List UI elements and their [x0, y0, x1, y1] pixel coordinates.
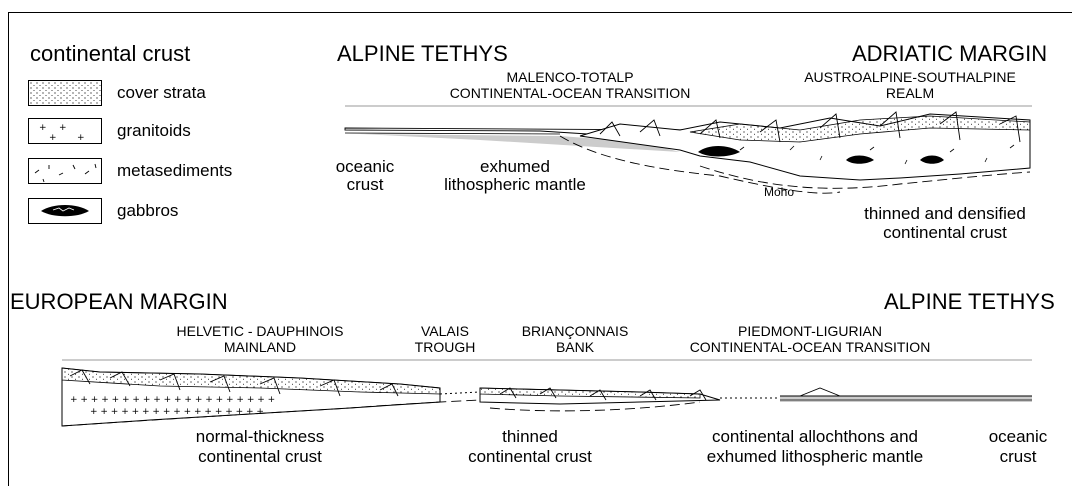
bottom-allochthon: [800, 388, 840, 396]
valais-dotted: [440, 392, 480, 394]
top-cross-section: [345, 106, 1032, 193]
svg-text:+ + + + + + + + + + + + + + +: + + + + + + + + + + + + + + + + +: [90, 407, 264, 417]
bottom-cross-section: + + + + + + + + + + + + + + + + + + + + …: [62, 360, 1032, 426]
bottom-exhumed-mantle: [780, 396, 1032, 402]
svg-text:+ + + + + + + + + + + + + + +: + + + + + + + + + + + + + + + + + + + +: [70, 395, 275, 405]
